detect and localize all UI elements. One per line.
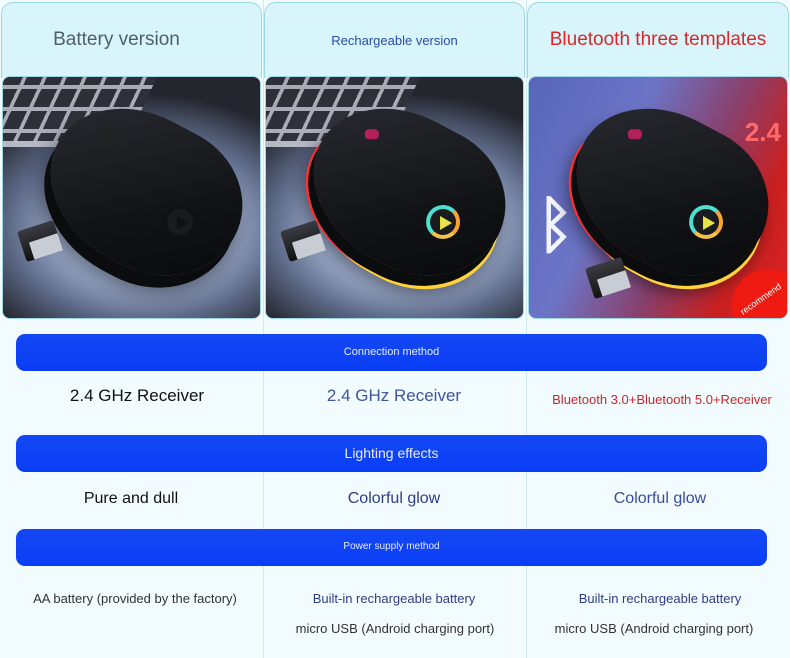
header-bluetooth-version: Bluetooth three templates xyxy=(527,2,789,78)
charging-port-rechargeable: micro USB (Android charging port) xyxy=(295,621,495,636)
scroll-wheel-graphic xyxy=(101,129,116,140)
column-title: Bluetooth three templates xyxy=(549,29,767,50)
charging-port-bluetooth: micro USB (Android charging port) xyxy=(554,621,754,636)
section-bar-connection: Connection method xyxy=(16,334,767,371)
connection-value-battery: 2.4 GHz Receiver xyxy=(69,386,205,405)
recommend-badge-label: recommend xyxy=(738,281,784,317)
header-battery-version: Battery version xyxy=(1,2,262,78)
scroll-wheel-graphic xyxy=(364,129,379,140)
power-value-bluetooth: Built-in rechargeable battery xyxy=(578,591,742,606)
lighting-value-battery: Pure and dull xyxy=(83,490,179,507)
header-rechargeable-version: Rechargeable version xyxy=(264,2,525,78)
play-logo-icon xyxy=(426,204,461,239)
scroll-wheel-graphic xyxy=(627,129,642,140)
column-background-rechargeable xyxy=(263,0,525,658)
product-image-bluetooth: ᛒ 2.4 recommend xyxy=(528,76,788,319)
column-background-bluetooth xyxy=(526,0,790,658)
column-title: Battery version xyxy=(53,29,180,50)
play-logo-icon xyxy=(689,204,724,239)
play-logo-icon xyxy=(163,204,198,239)
bluetooth-icon: ᛒ xyxy=(537,191,575,260)
connection-value-bluetooth: Bluetooth 3.0+Bluetooth 5.0+Receiver xyxy=(552,392,772,407)
section-bar-power: Power supply method xyxy=(16,529,767,566)
lighting-value-rechargeable: Colorful glow xyxy=(347,490,441,507)
power-value-battery: AA battery (provided by the factory) xyxy=(33,591,237,606)
section-bar-lighting: Lighting effects xyxy=(16,435,767,472)
product-image-battery xyxy=(2,76,261,319)
power-value-rechargeable: Built-in rechargeable battery xyxy=(312,591,476,606)
wireless-signal-icon: 2.4 xyxy=(744,117,781,147)
product-image-rechargeable xyxy=(265,76,524,319)
lighting-value-bluetooth: Colorful glow xyxy=(613,490,707,507)
column-title: Rechargeable version xyxy=(331,33,458,48)
connection-value-rechargeable: 2.4 GHz Receiver xyxy=(326,386,462,405)
